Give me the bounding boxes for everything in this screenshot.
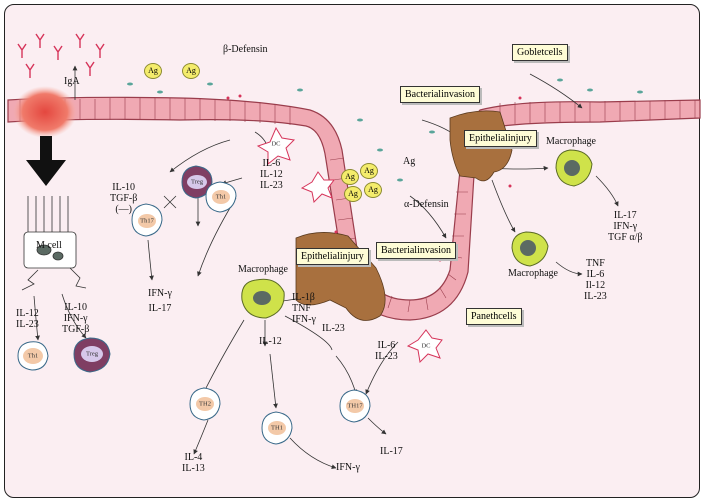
macrophage-right-top-label: Macrophage (546, 136, 596, 147)
callout-bacterial-invasion-right: Bacterialinvasion (400, 86, 480, 103)
callout-paneth-cells: Panethcells (466, 308, 522, 325)
th17-bottom-label: TH17 (347, 402, 363, 410)
ag-free-label: Ag (403, 156, 416, 167)
il17-bottom-label: IL-17 (380, 446, 403, 457)
th1-mid-label: Th1 (215, 193, 227, 201)
dc-label-bottom: DC (421, 342, 431, 350)
th2-bottom-label: TH2 (199, 400, 211, 408)
iga-antibodies (17, 33, 105, 78)
dendritic-cells (256, 126, 443, 364)
antigen-6: Ag (364, 182, 382, 198)
m-cell-label: M cell (36, 240, 62, 251)
callout-bacterial-invasion-mid: Bacterialinvasion (376, 242, 456, 259)
macrophage-right-mid-label: Macrophage (508, 268, 558, 279)
antigen-1: Ag (144, 63, 162, 79)
macrophage-center-label: Macrophage (238, 264, 288, 275)
callout-goblet-cells: Gobletcells (512, 44, 568, 61)
alpha-defensin-label: α-Defensin (404, 199, 449, 210)
big-down-arrow (26, 136, 66, 186)
callout-epithelial-injury-mid: Epithelialinjury (296, 248, 369, 265)
th1-left-label: Th1 (27, 352, 39, 360)
th17-mid-label: Th17 (140, 217, 154, 225)
ifn-bottom-label: IFN-γ (336, 462, 360, 473)
beta-defensin-label: β-Defensin (223, 44, 268, 55)
il12-center-label: IL-12 (259, 336, 282, 347)
antigen-5: Ag (344, 186, 362, 202)
th1-bottom-label: TH1 (271, 424, 283, 432)
il23-center-label: IL-23 (322, 323, 345, 334)
iga-label: IgA (64, 76, 80, 87)
callout-epithelial-injury-right: Epithelialinjury (464, 130, 537, 147)
antigen-2: Ag (182, 63, 200, 79)
treg-left-label: Treg (85, 350, 99, 358)
dc-label-top: DC (271, 140, 281, 148)
macrophages (241, 149, 593, 319)
antigen-3: Ag (341, 169, 359, 185)
red-granules (226, 94, 522, 262)
antigen-4: Ag (360, 163, 378, 179)
inflammation-glow (13, 86, 77, 138)
treg-mid-label: Treg (190, 178, 204, 186)
t-cells (17, 165, 371, 445)
m-cell-structure (21, 196, 87, 291)
